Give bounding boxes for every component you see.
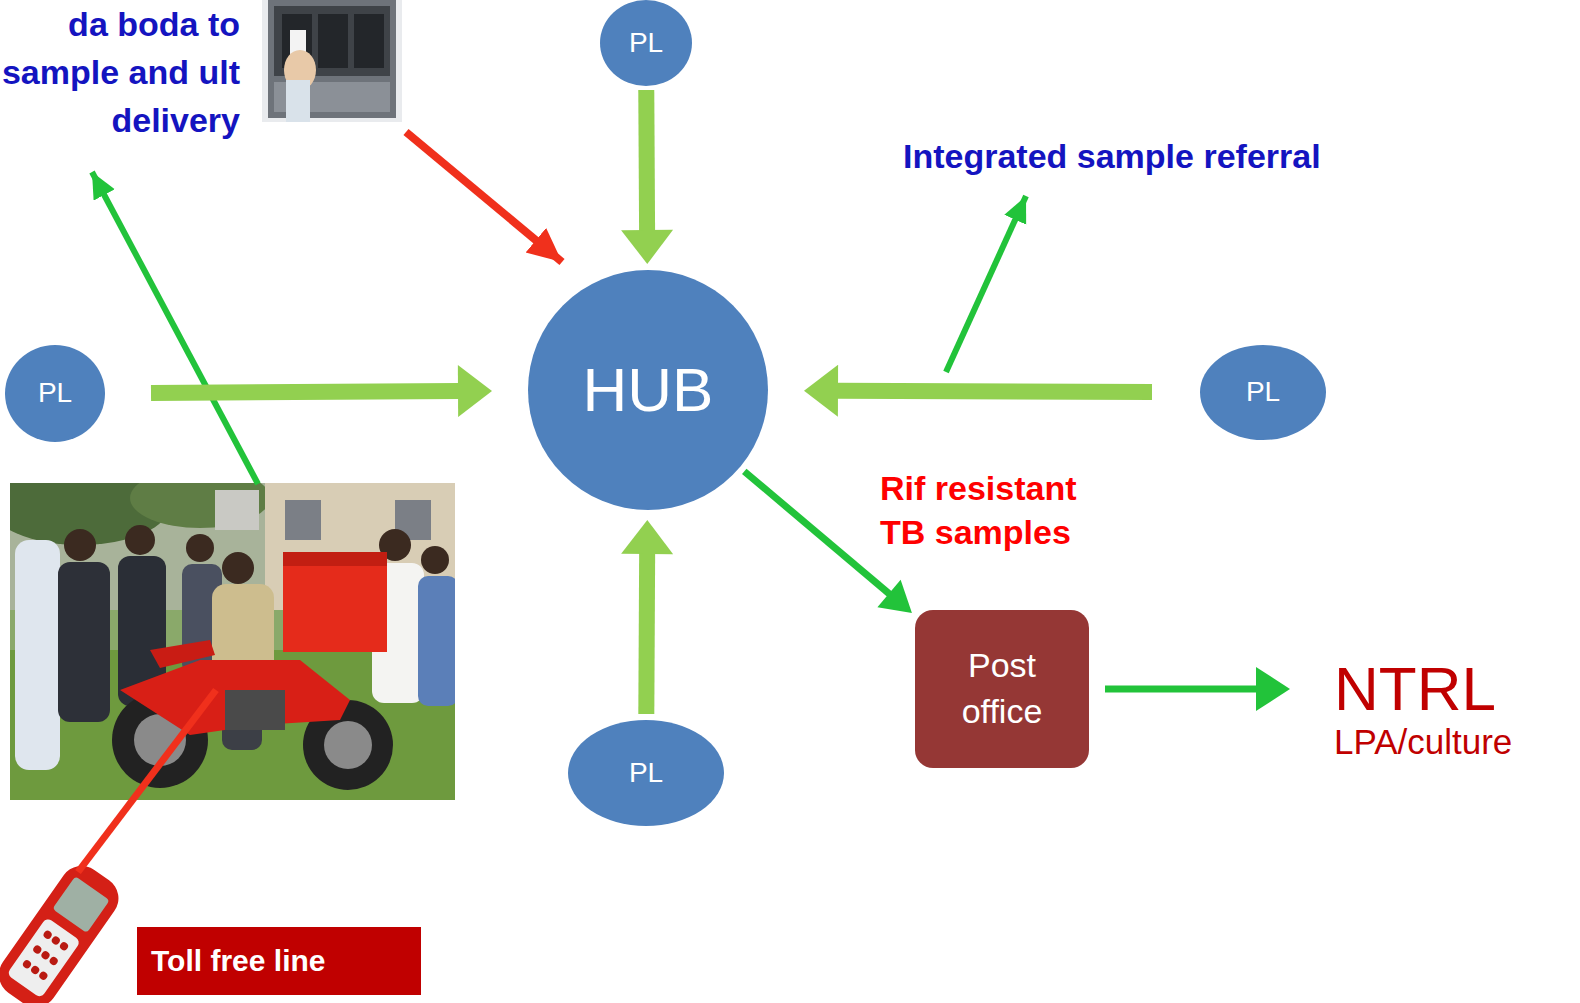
spoke-circle: PL: [600, 0, 692, 86]
motorbike-photo: [58, 562, 110, 722]
node-label: Post office: [929, 643, 1075, 735]
flow-arrow: [804, 365, 1152, 417]
spoke-circle-fill: [600, 0, 692, 86]
motorbike-photo: [15, 540, 60, 770]
node-label: HUB: [583, 354, 714, 425]
motorbike-photo: [225, 690, 285, 730]
flow-arrow: [621, 90, 673, 264]
mobile-phone: [42, 929, 53, 940]
arrow-shaft: [837, 391, 1152, 392]
spoke-circle: PL: [5, 345, 105, 442]
arrow-shaft: [638, 90, 655, 231]
mobile-phone: [6, 917, 81, 998]
spoke-circle: PL: [1200, 345, 1326, 440]
node-label: PL: [1246, 376, 1280, 408]
motorbike-photo: [120, 660, 350, 735]
process-box-outline: [915, 610, 1089, 768]
arrow-shaft: [638, 553, 655, 714]
motorbike-photo: [215, 490, 259, 530]
node-label: PL: [629, 757, 663, 789]
mobile-phone: [32, 944, 43, 955]
node-label: Toll free line: [151, 944, 325, 979]
leader-arrow: [946, 196, 1026, 372]
arrow-shaft: [151, 391, 459, 393]
lab-node: NTRLLPA/culture: [1330, 652, 1516, 767]
spoke-circle-fill: [1200, 345, 1326, 440]
node-sublabel: LPA/culture: [1334, 721, 1512, 763]
motorbike-photo: [10, 483, 455, 800]
leader-line: [78, 690, 216, 872]
motorbike-photo: [285, 500, 321, 540]
hub-circle-fill: [528, 270, 768, 510]
motorbike-photo: [283, 552, 387, 566]
motorbike-photo: [10, 483, 455, 800]
spoke-circle-fill: [5, 345, 105, 442]
hub-circle: HUB: [528, 270, 768, 510]
node-label: PL: [629, 27, 663, 59]
mobile-phone: [58, 941, 69, 952]
spoke-circle: PL: [568, 720, 724, 826]
arrow-shaft: [744, 471, 890, 594]
flow-arrow: [151, 365, 492, 417]
hotline-box-fill: [137, 927, 421, 995]
flow-arrow: [621, 520, 673, 714]
genexpert-picture: [318, 14, 348, 68]
mobile-phone: [50, 935, 61, 946]
leader-arrow: [406, 132, 562, 262]
motorbike-photo: [418, 576, 455, 706]
arrow-head: [458, 365, 492, 417]
motorbike-photo: [222, 552, 254, 584]
callout-text: da boda to sample and ult delivery: [0, 0, 240, 144]
arrow-head: [1256, 667, 1290, 711]
edge-label: Rif resistant TB samples: [880, 466, 1120, 554]
node-label: PL: [38, 377, 72, 409]
motorbike-photo: [64, 529, 96, 561]
motorbike-photo: [150, 640, 215, 668]
process-box-fill: [915, 610, 1089, 768]
genexpert-picture: [262, 0, 402, 122]
genexpert-picture: [286, 80, 310, 122]
mobile-phone: [30, 964, 41, 975]
motorbike-photo: [324, 721, 372, 769]
mobile-phone: [40, 950, 51, 961]
leader-arrow: [92, 172, 258, 484]
node-label: NTRL: [1334, 656, 1496, 721]
arrow-shaft: [1105, 686, 1257, 693]
motorbike-photo: [125, 525, 155, 555]
callout-text: Integrated sample referral: [903, 136, 1463, 177]
mobile-phone: [38, 970, 49, 981]
arrow-head: [621, 520, 673, 554]
mobile-phone: [52, 876, 109, 933]
motorbike-photo: [186, 534, 214, 562]
genexpert-picture: [354, 14, 384, 68]
motorbike-photo: [421, 546, 449, 574]
arrow-head: [804, 365, 838, 417]
process-box: Post office: [915, 610, 1089, 768]
mobile-phone: [0, 857, 127, 1003]
arrow-head: [621, 230, 673, 264]
hotline-box: Toll free line: [137, 927, 421, 995]
mobile-phone: [48, 955, 59, 966]
arrow-head: [877, 580, 912, 613]
flow-arrow: [1105, 667, 1290, 711]
mobile-phone: [0, 857, 127, 1003]
mobile-phone: [21, 959, 32, 970]
spoke-circle-fill: [568, 720, 724, 826]
motorbike-photo: [283, 552, 387, 652]
genexpert-picture: [262, 0, 402, 122]
